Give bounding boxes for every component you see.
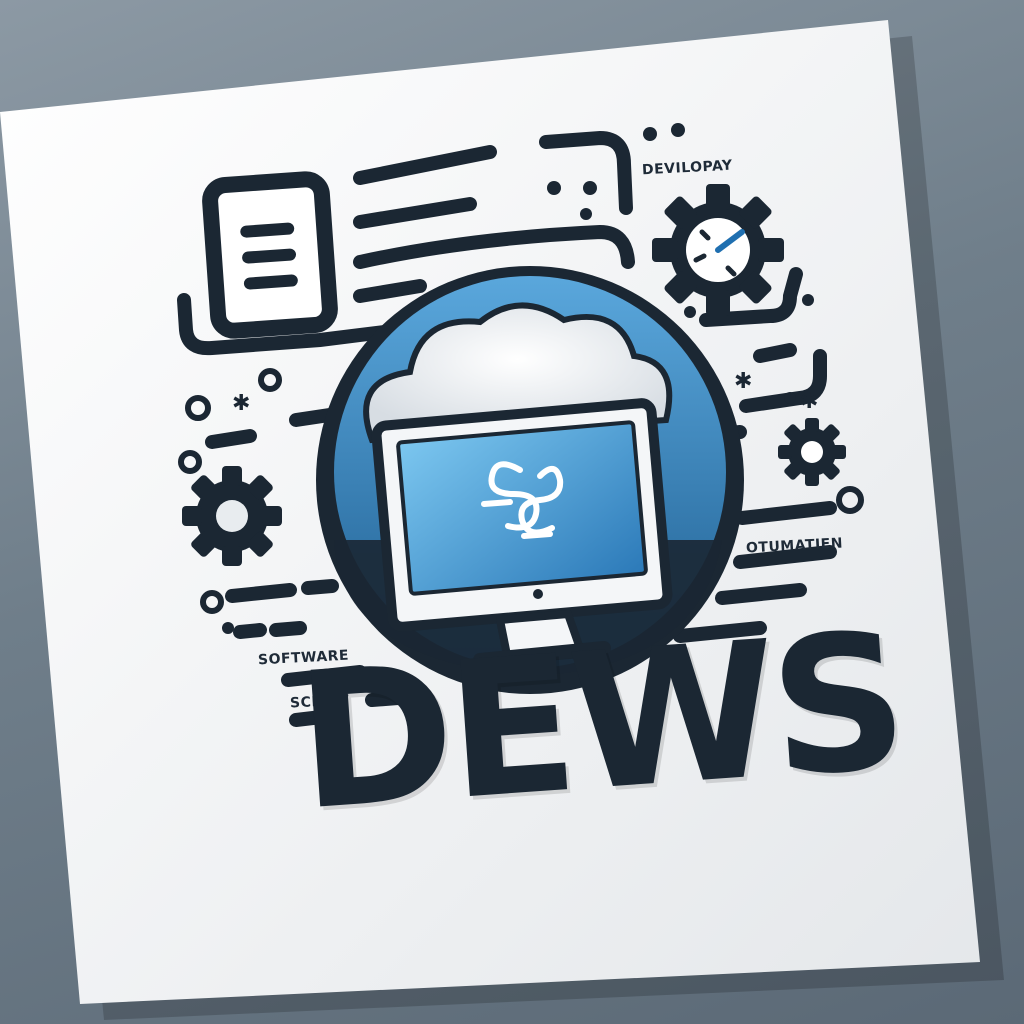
- svg-text:✱: ✱: [232, 391, 250, 416]
- small-gear-icon: [778, 418, 846, 486]
- gauge-gear-icon: [652, 184, 784, 316]
- svg-text:✱: ✱: [734, 369, 752, 394]
- wordmark: DEWS: [290, 591, 908, 853]
- svg-text:✱: ✱: [800, 389, 818, 414]
- document-icon: [202, 171, 338, 339]
- gear-icon: [182, 466, 282, 566]
- decor-rings: [178, 368, 864, 614]
- decor-lines: [177, 130, 837, 727]
- swirl-logo-icon: [481, 461, 564, 539]
- decor-sparkles: ✱ ✱ ✱: [232, 369, 818, 416]
